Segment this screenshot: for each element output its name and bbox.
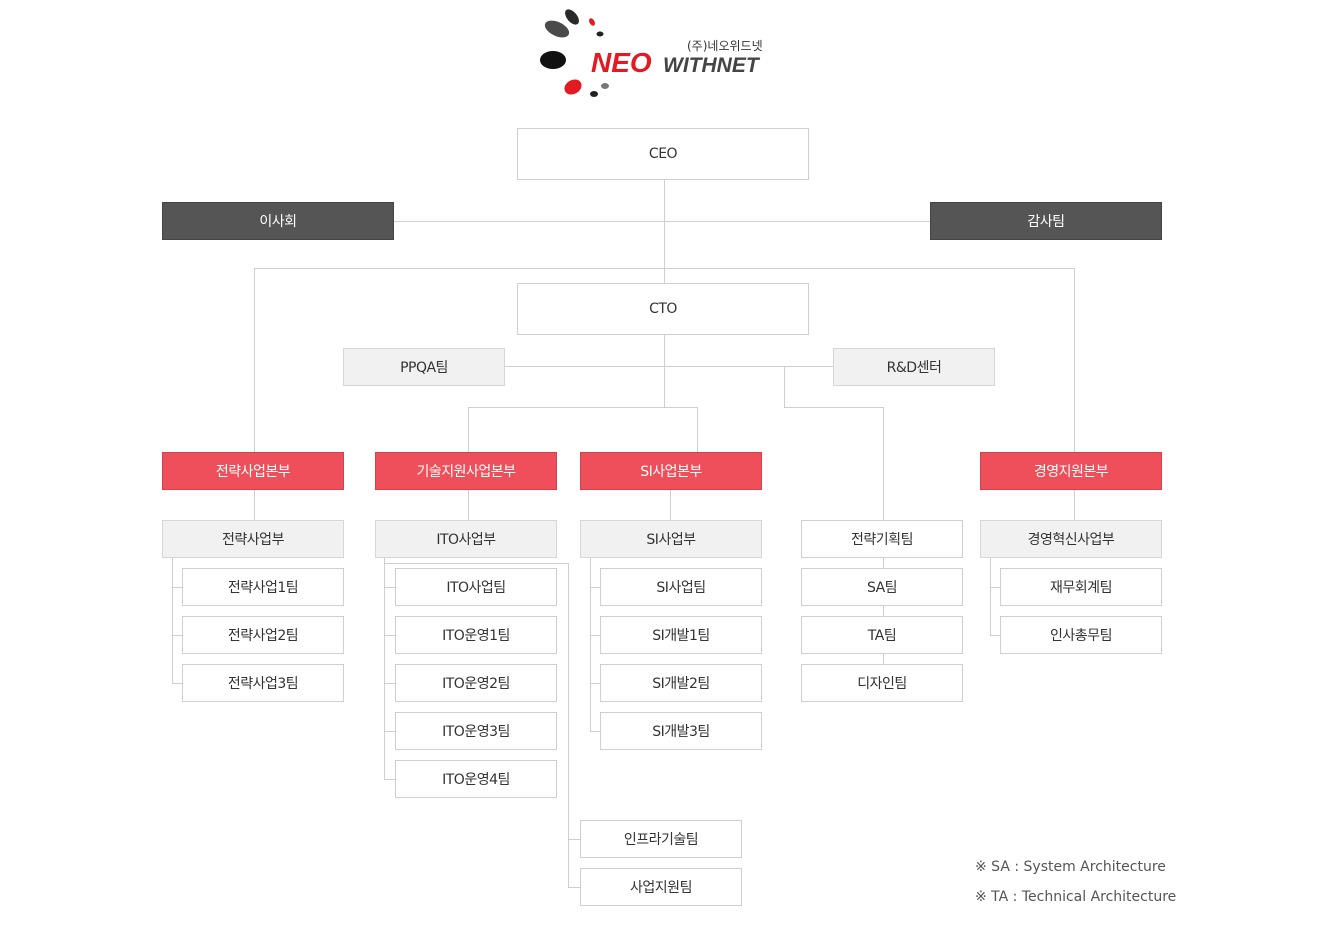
division-strategy: 전략사업본부 [162, 452, 344, 490]
audit-team-box: 감사팀 [930, 202, 1162, 240]
team-box: ITO운영3팀 [395, 712, 557, 750]
dept-si: SI사업부 [580, 520, 762, 558]
team-box: 전략사업2팀 [182, 616, 344, 654]
team-box: 디자인팀 [801, 664, 963, 702]
team-box: ITO운영1팀 [395, 616, 557, 654]
division-tech-support: 기술지원사업본부 [375, 452, 557, 490]
team-box: 전략사업3팀 [182, 664, 344, 702]
note-sa: ※ SA : System Architecture [975, 859, 1166, 875]
dept-ito: ITO사업부 [375, 520, 557, 558]
logo-neo-text: NEO [591, 47, 652, 78]
team-box: ITO운영4팀 [395, 760, 557, 798]
team-box: ITO운영2팀 [395, 664, 557, 702]
team-box: SI개발1팀 [600, 616, 762, 654]
dept-strategy: 전략사업부 [162, 520, 344, 558]
division-si: SI사업본부 [580, 452, 762, 490]
cto-box: CTO [517, 283, 809, 335]
team-box: 전략기획팀 [801, 520, 963, 558]
logo-corp-name: (주)네오위드넷 [687, 39, 763, 53]
logo-withnet-text: WITHNET [663, 54, 761, 77]
team-box: TA팀 [801, 616, 963, 654]
board-box: 이사회 [162, 202, 394, 240]
team-box-infra: 인프라기술팀 [580, 820, 742, 858]
dept-management-innovation: 경영혁신사업부 [980, 520, 1162, 558]
team-box: SI개발2팀 [600, 664, 762, 702]
company-logo: (주)네오위드넷 NEO WITHNET [540, 9, 763, 97]
ppqa-team-box: PPQA팀 [343, 348, 505, 386]
team-box: SI사업팀 [600, 568, 762, 606]
team-box: 재무회계팀 [1000, 568, 1162, 606]
division-management: 경영지원본부 [980, 452, 1162, 490]
team-box: 전략사업1팀 [182, 568, 344, 606]
team-box: SI개발3팀 [600, 712, 762, 750]
team-box: SA팀 [801, 568, 963, 606]
team-box: ITO사업팀 [395, 568, 557, 606]
team-box-business-support: 사업지원팀 [580, 868, 742, 906]
logo-dots-icon [540, 9, 609, 97]
ceo-box: CEO [517, 128, 809, 180]
team-box: 인사총무팀 [1000, 616, 1162, 654]
rnd-center-box: R&D센터 [833, 348, 995, 386]
note-ta: ※ TA : Technical Architecture [975, 889, 1177, 905]
